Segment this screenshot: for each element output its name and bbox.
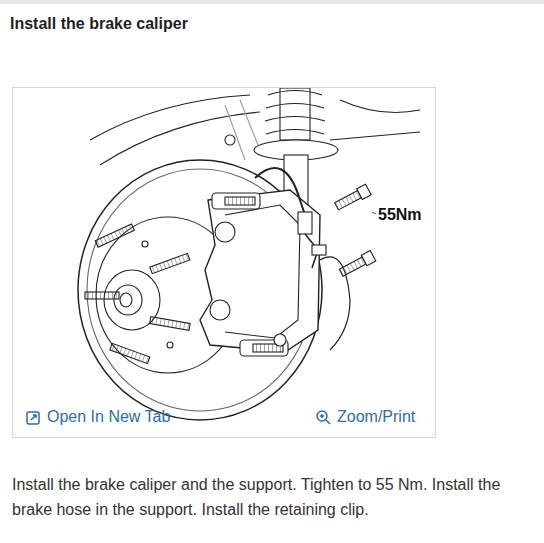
link-text: Zoom/Print [337, 408, 415, 426]
heading: Install the brake caliper [10, 15, 188, 33]
caption: Install the brake caliper and the suppor… [12, 472, 512, 522]
top-bar [0, 0, 544, 4]
torque-value: 55Nm [377, 206, 423, 224]
link-text: Open In New Tab [47, 408, 170, 426]
brake-illustration [13, 88, 434, 436]
